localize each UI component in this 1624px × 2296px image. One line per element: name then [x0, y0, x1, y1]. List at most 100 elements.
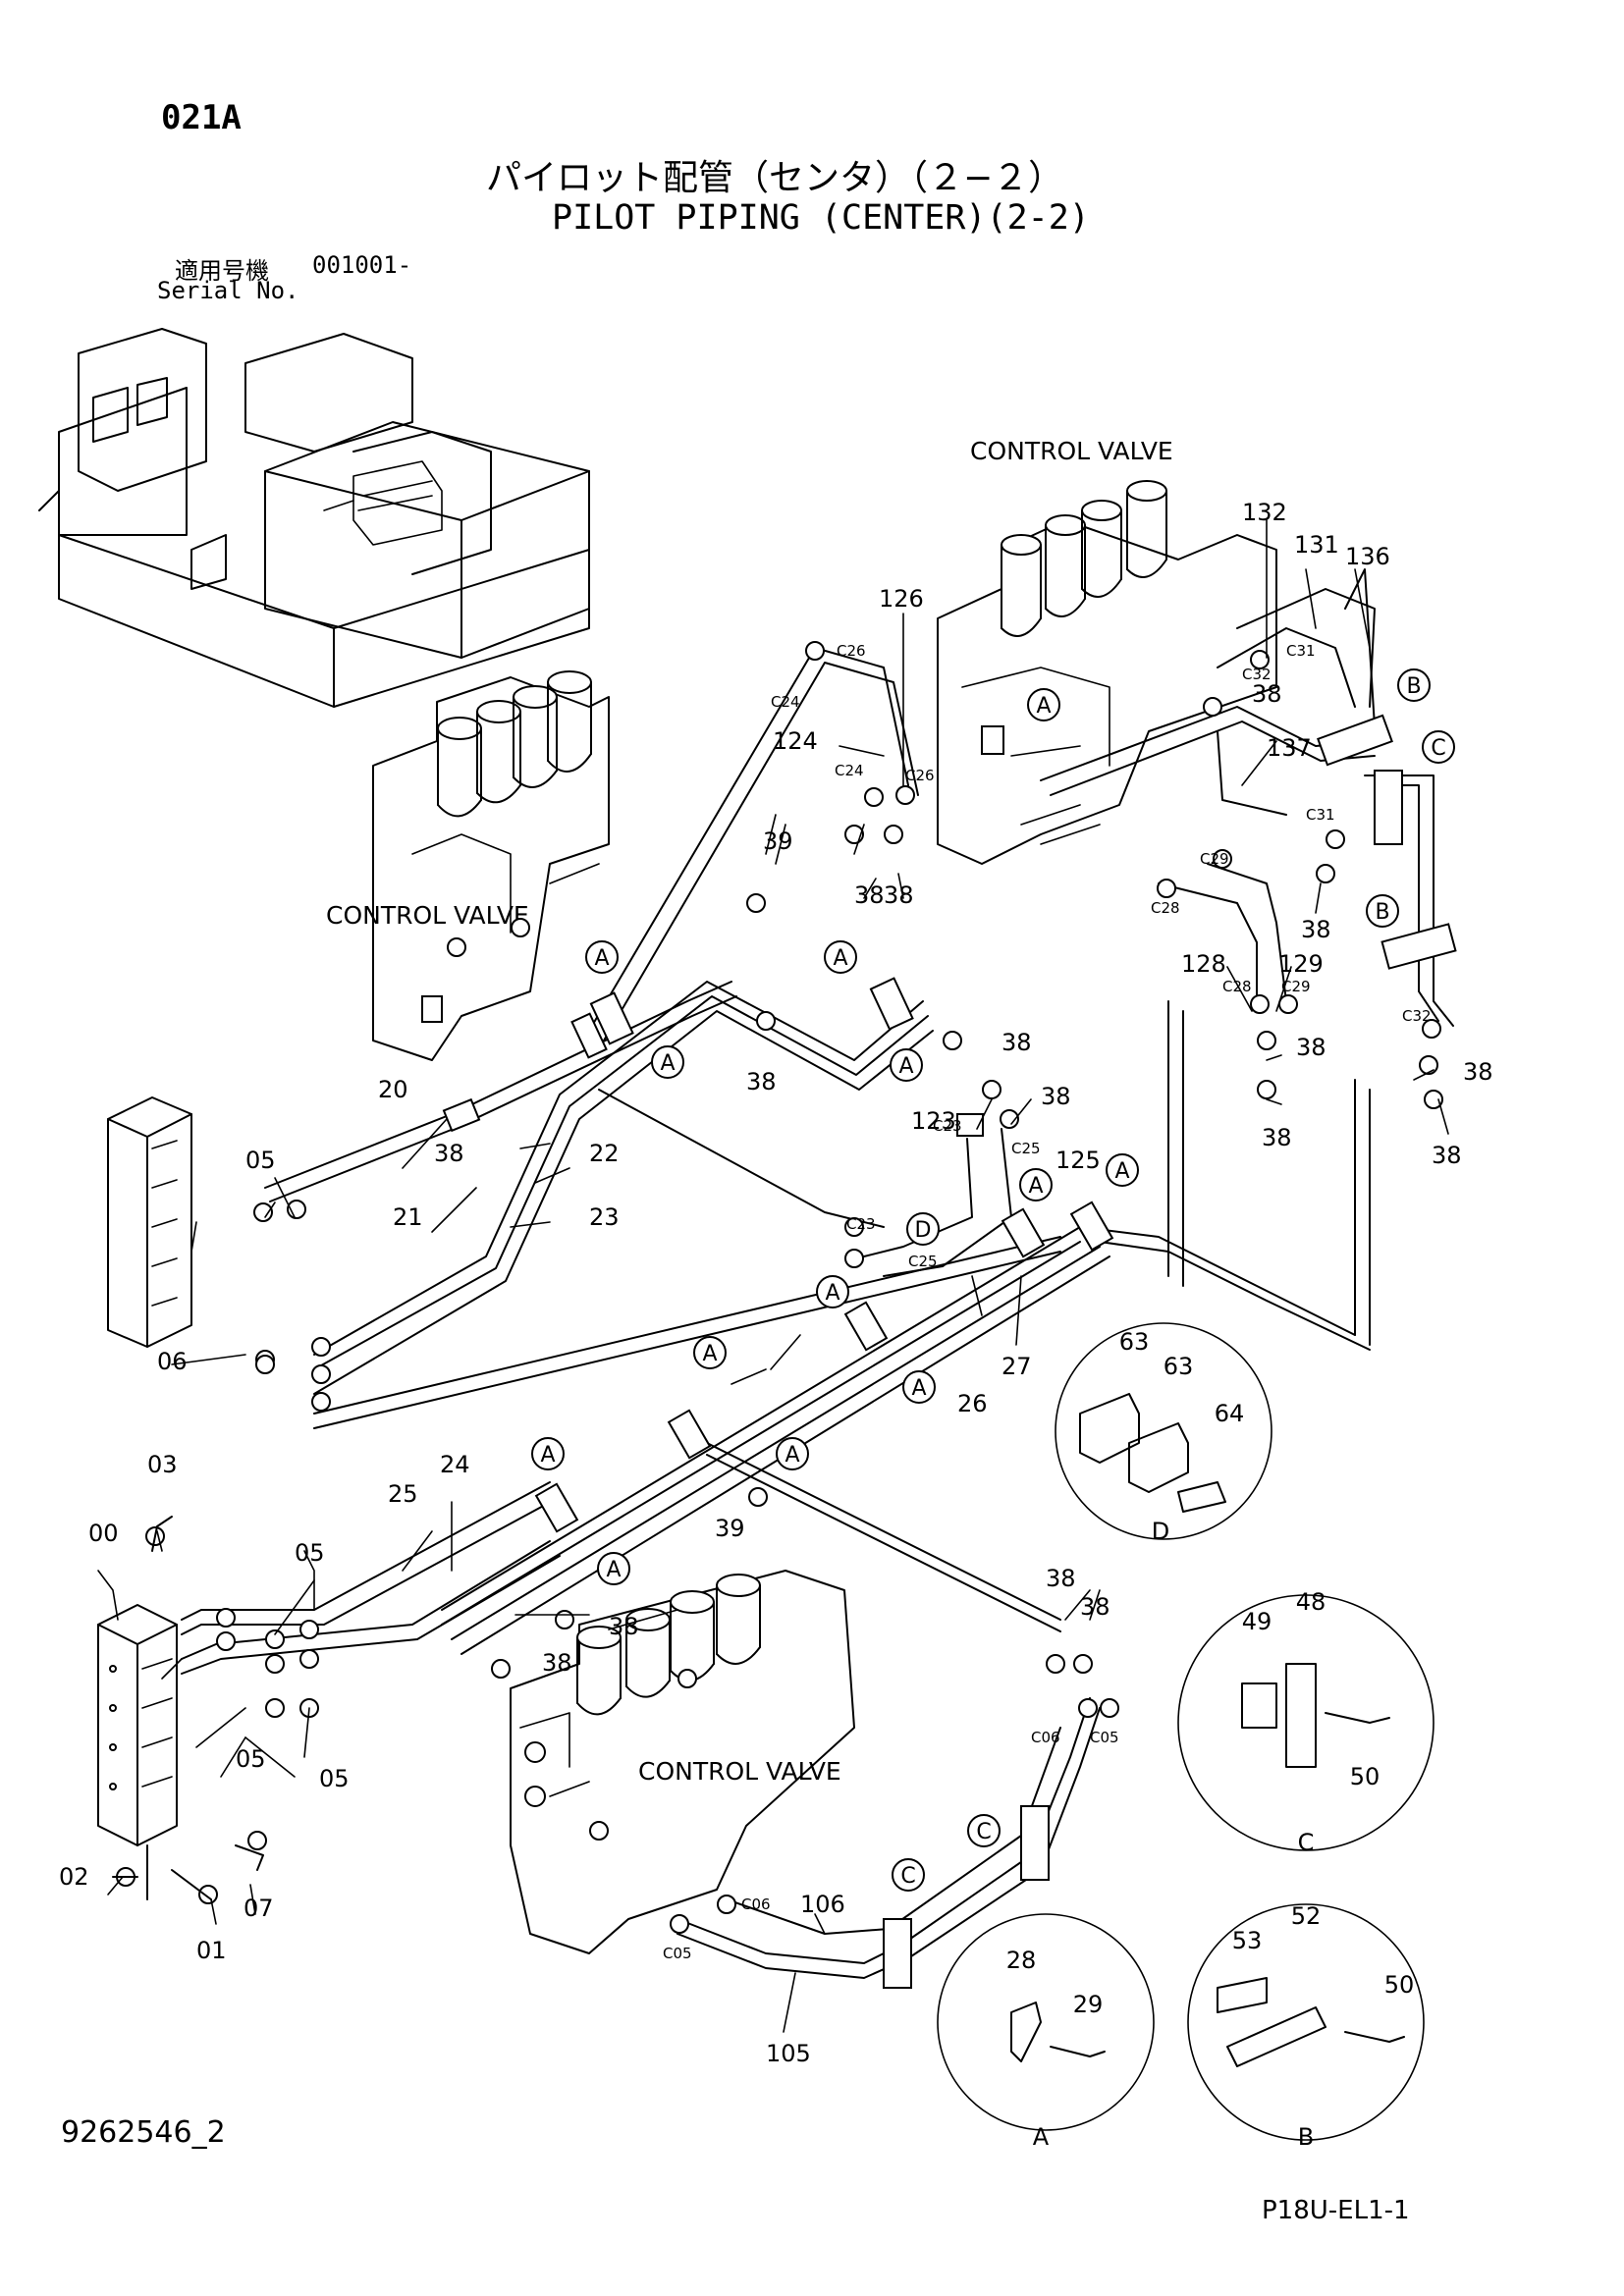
svg-text:38: 38: [1301, 916, 1331, 943]
callout-c-2: C: [967, 1814, 1001, 1847]
detail-view-d: D 63 63 64: [1055, 1322, 1272, 1545]
svg-text:50: 50: [1350, 1763, 1380, 1790]
svg-text:20: 20: [378, 1076, 408, 1103]
svg-text:A: A: [660, 1051, 675, 1076]
svg-text:105: 105: [766, 2040, 811, 2067]
pilot-manifold-lower: [97, 1604, 178, 1846]
svg-text:38: 38: [746, 1068, 777, 1095]
svg-text:132: 132: [1242, 499, 1287, 526]
serial-label-jp: 適用号機: [175, 257, 269, 285]
clamps-and-fittings: [112, 641, 1457, 1989]
svg-text:24: 24: [440, 1451, 470, 1478]
svg-text:29: 29: [1073, 1991, 1104, 2018]
svg-text:05: 05: [319, 1765, 350, 1792]
svg-text:38: 38: [884, 881, 914, 909]
svg-text:53: 53: [1232, 1927, 1263, 1954]
svg-text:C: C: [976, 1820, 991, 1844]
svg-text:124: 124: [773, 727, 818, 755]
svg-text:C05: C05: [663, 1945, 692, 1962]
callout-a-9: A: [902, 1370, 936, 1404]
svg-text:23: 23: [589, 1203, 620, 1231]
svg-text:38: 38: [1432, 1142, 1462, 1169]
callout-c-3: C: [892, 1858, 925, 1892]
svg-text:123: 123: [911, 1107, 956, 1135]
svg-text:22: 22: [589, 1140, 620, 1167]
svg-text:D: D: [915, 1218, 932, 1243]
callout-a-12: A: [531, 1437, 565, 1470]
callout-a-10: A: [693, 1336, 727, 1369]
svg-text:C25: C25: [908, 1253, 938, 1270]
svg-text:D: D: [1152, 1518, 1169, 1545]
svg-text:C: C: [900, 1864, 915, 1889]
callout-a-11: A: [776, 1437, 809, 1470]
svg-text:137: 137: [1267, 734, 1312, 762]
svg-text:26: 26: [957, 1390, 988, 1417]
detail-view-b: B 53 52 50: [1187, 1902, 1425, 2151]
svg-text:A: A: [540, 1443, 555, 1468]
callout-a-13: A: [597, 1552, 630, 1585]
control-valve-label-left: CONTROL VALVE: [326, 901, 529, 930]
callout-d-1: D: [906, 1212, 940, 1246]
svg-text:C24: C24: [771, 693, 800, 711]
svg-text:52: 52: [1291, 1902, 1322, 1930]
title-english: PILOT PIPING (CENTER)(2-2): [552, 198, 1090, 238]
callout-a-7: A: [1106, 1153, 1139, 1187]
callout-letters: A A A A A A A A A A A A A B B C C C D: [531, 668, 1455, 1892]
svg-text:50: 50: [1384, 1971, 1415, 1999]
part-number-labels: 00 01 02 03 05 05 05 05 06 07 20 21 22 2…: [59, 499, 1493, 2067]
detail-view-c: C 49 48 50: [1177, 1588, 1435, 1856]
svg-text:03: 03: [147, 1451, 178, 1478]
svg-text:38: 38: [1296, 1034, 1326, 1061]
svg-text:05: 05: [245, 1147, 276, 1174]
callout-c-1: C: [1422, 730, 1455, 764]
leader-lines: [97, 519, 1449, 2033]
callout-a-5: A: [1027, 688, 1060, 721]
svg-text:38: 38: [434, 1140, 464, 1167]
svg-text:A: A: [833, 946, 847, 971]
svg-text:38: 38: [1080, 1593, 1110, 1621]
page-code: 021A: [161, 98, 242, 137]
svg-text:B: B: [1375, 900, 1389, 925]
svg-text:C29: C29: [1200, 850, 1229, 868]
svg-text:C26: C26: [905, 767, 935, 784]
svg-text:38: 38: [1463, 1058, 1493, 1086]
svg-text:38: 38: [854, 881, 885, 909]
svg-text:B: B: [1298, 2123, 1314, 2151]
sheet-code: P18U-EL1-1: [1262, 2196, 1410, 2225]
control-valve-bottom: [510, 1570, 855, 1954]
svg-text:B: B: [1406, 674, 1421, 699]
svg-text:128: 128: [1181, 950, 1226, 978]
svg-text:21: 21: [393, 1203, 423, 1231]
svg-text:28: 28: [1006, 1947, 1037, 1974]
callout-b-2: B: [1366, 894, 1399, 928]
detail-view-a: A 28 29: [937, 1913, 1155, 2151]
svg-text:A: A: [898, 1054, 913, 1079]
svg-text:A: A: [1114, 1159, 1129, 1184]
svg-text:C05: C05: [1090, 1729, 1119, 1746]
svg-text:A: A: [785, 1443, 799, 1468]
fitting-code-labels: C23 C23 C24 C24 C25 C25 C26 C26 C28 C28 …: [663, 642, 1432, 1962]
svg-text:C31: C31: [1306, 806, 1335, 824]
svg-text:C25: C25: [1011, 1140, 1041, 1157]
svg-text:C: C: [1431, 736, 1445, 761]
svg-text:05: 05: [236, 1745, 266, 1773]
control-valve-right: [937, 480, 1277, 865]
svg-text:A: A: [825, 1281, 839, 1306]
document-number: 9262546_2: [61, 2115, 226, 2150]
callout-b-1: B: [1397, 668, 1431, 702]
svg-text:05: 05: [295, 1539, 325, 1567]
svg-text:39: 39: [763, 828, 793, 855]
svg-text:07: 07: [244, 1895, 274, 1922]
svg-text:136: 136: [1345, 543, 1390, 570]
callout-a-3: A: [824, 940, 857, 974]
svg-text:C24: C24: [835, 762, 864, 779]
svg-text:38: 38: [1001, 1029, 1032, 1056]
svg-text:C23: C23: [933, 1117, 962, 1135]
svg-text:39: 39: [715, 1515, 745, 1542]
svg-text:126: 126: [879, 585, 924, 613]
svg-text:64: 64: [1215, 1400, 1245, 1427]
svg-text:63: 63: [1164, 1353, 1194, 1380]
svg-text:C32: C32: [1402, 1007, 1432, 1025]
svg-text:C: C: [1298, 1829, 1315, 1856]
